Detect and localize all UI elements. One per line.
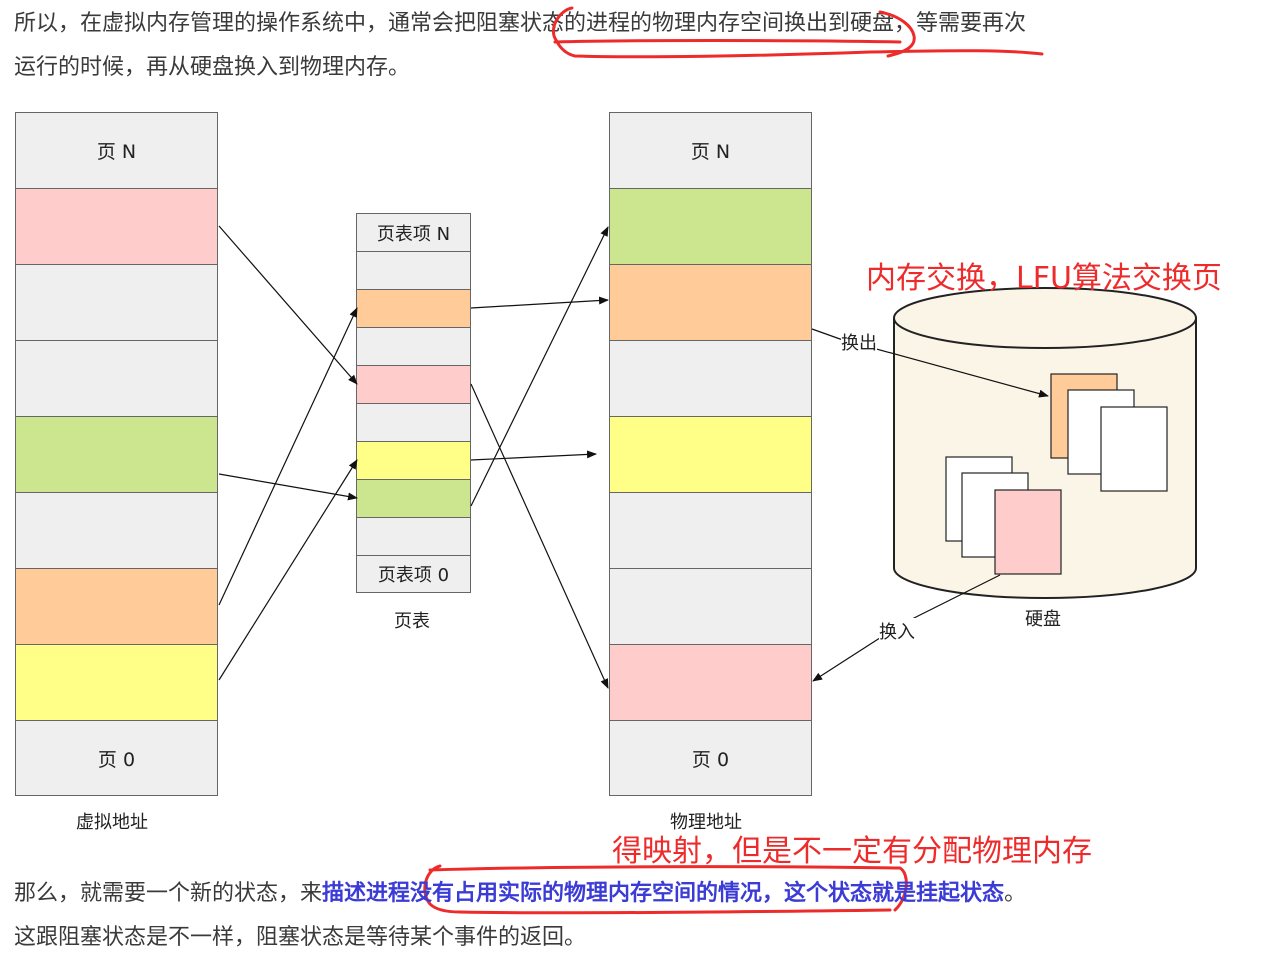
physical-page-pink	[609, 644, 812, 721]
physical-page-empty	[609, 340, 812, 417]
arrow-virtual-orange-to-table	[218, 307, 358, 606]
paragraph-bottom-line-1: 那么，就需要一个新的状态，来描述进程没有占用实际的物理内存空间的情况，这个状态就…	[14, 881, 1027, 906]
paragraph-top-line-1: 所以，在虚拟内存管理的操作系统中，通常会把阻塞状态的进程的物理内存空间换出到硬盘…	[14, 11, 1027, 36]
arrow-virtual-pink-to-table	[218, 225, 358, 385]
physical-page-orange	[609, 264, 812, 341]
virtual-page-n: 页 N	[15, 112, 218, 189]
arrow-table-green-to-physical	[470, 226, 609, 507]
red-mark-top	[551, 6, 1044, 59]
swap-annotation: 内存交换，LFU算法交换页	[866, 261, 1222, 296]
paragraph-top: 所以，在虚拟内存管理的操作系统中，通常会把阻塞状态的进程的物理内存空间换出到硬盘…	[14, 2, 1249, 90]
virtual-page-yellow	[15, 644, 218, 721]
disk-caption: 硬盘	[1025, 609, 1061, 630]
paragraph-bottom: 那么，就需要一个新的状态，来描述进程没有占用实际的物理内存空间的情况，这个状态就…	[14, 872, 1249, 960]
physical-page-yellow	[609, 416, 812, 493]
physical-page-0: 页 0	[609, 720, 812, 796]
page-table-entry-pink	[356, 365, 471, 404]
virtual-memory-caption: 虚拟地址	[76, 812, 148, 833]
virtual-page-0: 页 0	[15, 720, 218, 796]
page-table-entry	[356, 251, 471, 290]
page-table-entry-0: 页表项 0	[356, 555, 471, 593]
disk-page	[1100, 406, 1168, 492]
swap-in-label: 换入	[879, 618, 915, 644]
virtual-page-empty	[15, 492, 218, 569]
physical-page-empty	[609, 568, 812, 645]
arrow-virtual-yellow-to-table	[218, 459, 358, 681]
disk-icon	[893, 287, 1197, 599]
mapping-annotation: 得映射，但是不一定有分配物理内存	[612, 834, 1092, 869]
page-table-caption: 页表	[394, 611, 430, 632]
hand-drawn-underlines	[423, 6, 1044, 915]
arrow-table-yellow-to-physical	[470, 450, 597, 461]
page-table-entry	[356, 403, 471, 442]
swap-out-label: 换出	[841, 329, 877, 355]
mapping-arrows	[218, 225, 609, 689]
paragraph-top-line-2: 运行的时候，再从硬盘换入到物理内存。	[14, 55, 411, 80]
physical-page-green	[609, 188, 812, 265]
arrow-table-pink-to-physical	[470, 383, 609, 689]
paragraph-bottom-line-2: 这跟阻塞状态是不一样，阻塞状态是等待某个事件的返回。	[14, 925, 587, 950]
arrow-swap-out	[811, 328, 1049, 398]
disk-page-pink	[994, 489, 1062, 575]
arrow-table-orange-to-physical	[470, 296, 609, 309]
page-table-entry-n: 页表项 N	[356, 213, 471, 252]
virtual-page-orange	[15, 568, 218, 645]
arrow-virtual-green-to-table	[218, 473, 358, 501]
physical-memory-caption: 物理地址	[670, 812, 742, 833]
red-mark-bottom	[423, 864, 908, 915]
